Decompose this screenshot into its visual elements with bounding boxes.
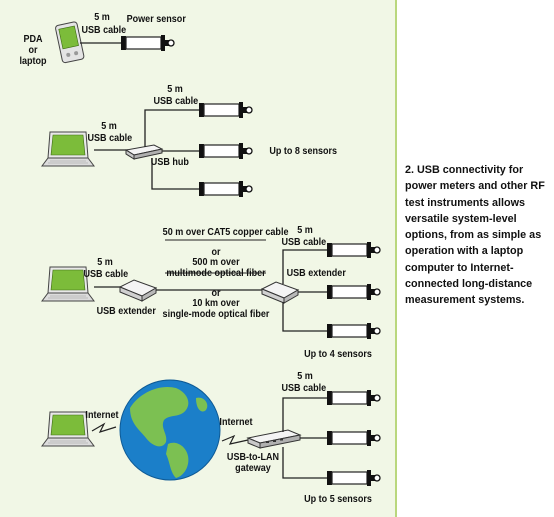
or-label-1: or <box>211 246 221 258</box>
row3-sensor-1 <box>326 241 381 259</box>
row2-sensor-2 <box>198 142 253 160</box>
row1-power-sensor <box>120 34 175 52</box>
row3-sensors-label: Up to 4 sensors <box>304 348 372 360</box>
usb-hub-icon <box>124 144 164 160</box>
row3-cable2-length: 5 m <box>297 224 313 236</box>
row3-sensor-2 <box>326 283 381 301</box>
row3-cable-length: 5 m <box>97 256 113 268</box>
figure-caption: 2. USB connectivity for power meters and… <box>405 164 545 307</box>
row3-cable-label: USB cable <box>83 268 129 280</box>
row4-sensor-1 <box>326 389 381 407</box>
internet-link-right <box>221 434 249 445</box>
row3-cable2-label: USB cable <box>281 236 327 248</box>
row2-laptop-icon <box>41 131 95 167</box>
row4-sensor-3 <box>326 469 381 487</box>
globe-icon <box>119 379 221 481</box>
internet-left-label: Internet <box>85 409 119 421</box>
row2-sensors-label: Up to 8 sensors <box>269 145 338 157</box>
option-cat5: 50 m over CAT5 copper cable <box>162 226 289 238</box>
row2-branch-bot <box>151 158 200 190</box>
usb-extender-2-label: USB extender <box>286 267 346 279</box>
row2-branch-top <box>144 109 200 147</box>
row2-cable2-length: 5 m <box>167 83 183 95</box>
gateway-label: USB-to-LAN gateway <box>226 451 280 474</box>
row4-branch-top <box>282 397 328 432</box>
usb-to-lan-gateway-icon <box>246 429 302 449</box>
usb-extender-1-label: USB extender <box>96 305 156 317</box>
row2-cable2-label: USB cable <box>153 95 199 107</box>
row4-branch-bot <box>282 447 328 479</box>
usb-extender-1-icon <box>119 279 157 302</box>
row4-cable-label: USB cable <box>281 382 327 394</box>
row1-cable-label: USB cable <box>81 24 127 36</box>
row2-sensor-3 <box>198 180 253 198</box>
option-multimode: 500 m over multimode optical fiber <box>166 256 266 279</box>
or-label-2: or <box>211 287 221 299</box>
row4-cable-length: 5 m <box>297 370 313 382</box>
row3-sensor-3 <box>326 322 381 340</box>
internet-link-left <box>91 422 117 433</box>
internet-right-label: Internet <box>219 416 253 428</box>
row4-sensors-label: Up to 5 sensors <box>304 493 372 505</box>
row1-sensor-label: Power sensor <box>126 13 186 25</box>
row2-sensor-1 <box>198 101 253 119</box>
row1-cable-length: 5 m <box>94 11 110 23</box>
row3-branch-top <box>282 249 328 284</box>
usb-hub-label: USB hub <box>150 156 189 168</box>
option-single-mode: 10 km over single-mode optical fiber <box>162 297 270 320</box>
row1-device-label: PDA or laptop <box>19 33 47 67</box>
row2-cable1-label: USB cable <box>87 132 133 144</box>
row2-cable1-length: 5 m <box>101 120 117 132</box>
row3-branch-bot <box>282 302 328 332</box>
pda-icon <box>55 21 85 64</box>
row4-sensor-2 <box>326 429 381 447</box>
